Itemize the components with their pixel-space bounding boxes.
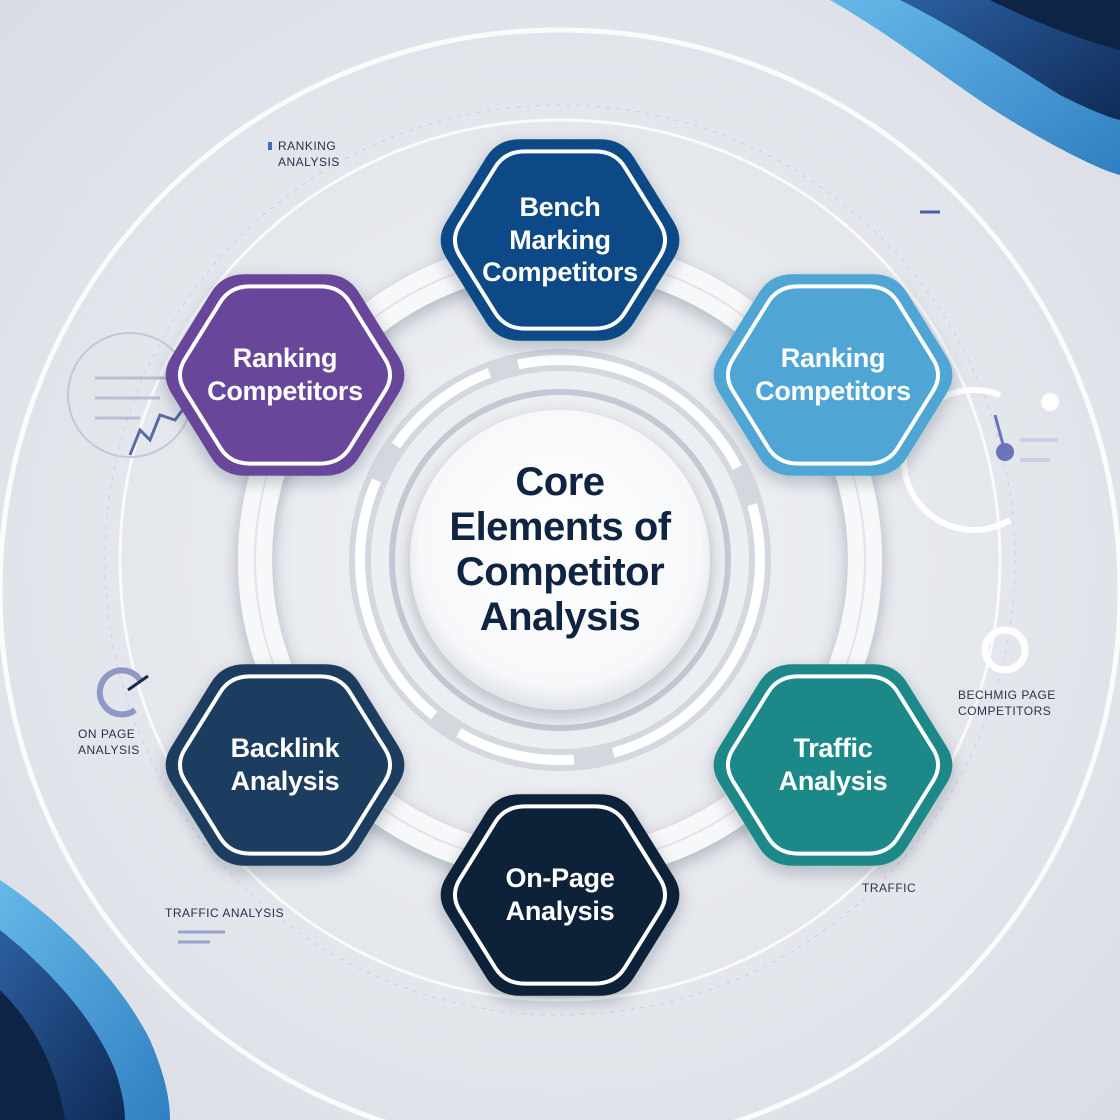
hexagon-traffic [713, 664, 953, 866]
node-label-ranking-right: Ranking Competitors [755, 343, 911, 406]
hexagon-ranking-left [165, 274, 405, 476]
gauge-icon-right [901, 386, 1059, 533]
side-label-on-page: ON PAGE ANALYSIS [78, 727, 140, 757]
side-label-traffic: TRAFFIC [862, 881, 917, 895]
side-label-traffic-analysis: TRAFFIC ANALYSIS [165, 906, 285, 920]
dashed-ring [104, 104, 1016, 1016]
hexagon-backlink [165, 664, 405, 866]
hexagon-onpage [440, 794, 680, 996]
ring-icon-right [981, 626, 1029, 674]
side-label-ranking-analysis: RANKING ANALYSIS [278, 139, 340, 169]
hexagon-bench-marking [440, 139, 680, 341]
bottom-left-wave-decoration [0, 880, 170, 1120]
hexagon-ranking-right [713, 274, 953, 476]
center-title: Core Elements of Competitor Analysis [449, 460, 671, 639]
mid-ring [118, 118, 1002, 1002]
refresh-icon-left [96, 667, 149, 718]
node-label-ranking-left: Ranking Competitors [207, 343, 363, 406]
node-label-traffic: Traffic Analysis [778, 733, 888, 796]
outer-ring [0, 27, 1120, 1120]
hexagon-layer [165, 139, 953, 996]
top-right-wave-decoration [830, 0, 1120, 175]
node-label-backlink: Backlink Analysis [230, 733, 340, 796]
center-disc [349, 349, 771, 771]
side-label-bechmig: BECHMIG PAGE COMPETITORS [958, 688, 1056, 718]
marker-icon [268, 142, 272, 150]
node-label-onpage: On-Page Analysis [505, 863, 615, 926]
node-label-bench-marking: Bench Marking Competitors [482, 191, 638, 288]
